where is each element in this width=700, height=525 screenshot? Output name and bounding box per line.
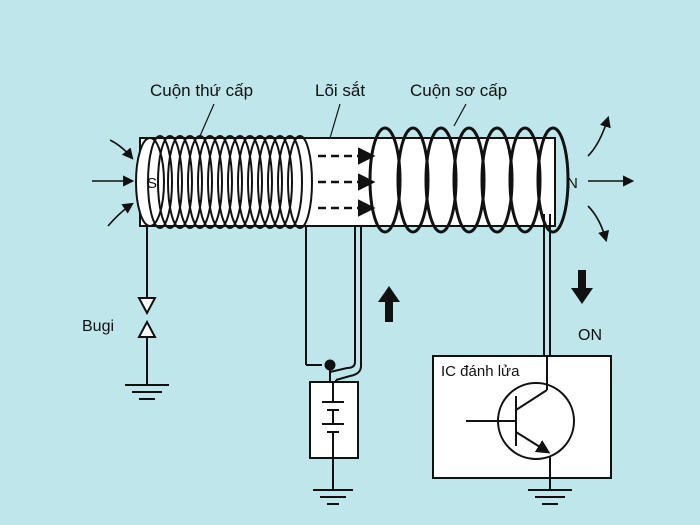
- secondary-winding: [287, 135, 313, 229]
- current-down-arrow: [571, 270, 593, 304]
- north-pole-arrows: [587, 115, 635, 243]
- primary-winding: [452, 126, 486, 234]
- secondary-coil: [147, 135, 313, 229]
- secondary-winding: [147, 135, 173, 229]
- igniter-label: IC đánh lửa: [441, 363, 520, 380]
- secondary-winding: [167, 135, 193, 229]
- label-leaders: [199, 103, 467, 139]
- secondary-winding: [257, 135, 283, 229]
- north-pole-label: N: [567, 175, 578, 192]
- secondary-winding: [237, 135, 263, 229]
- secondary-winding: [177, 135, 203, 229]
- spark-plug-label: Bugi: [82, 318, 114, 335]
- secondary-coil-label: Cuộn thứ cấp: [150, 81, 253, 100]
- primary-winding: [396, 126, 430, 234]
- secondary-winding: [227, 135, 253, 229]
- secondary-winding: [277, 135, 303, 229]
- transistor-icon: [466, 356, 575, 505]
- secondary-winding: [207, 135, 233, 229]
- on-state-label: ON: [578, 327, 602, 344]
- primary-winding: [424, 126, 458, 234]
- battery-circuit: [305, 226, 362, 505]
- current-up-arrow: [378, 286, 400, 322]
- primary-winding: [480, 126, 514, 234]
- spark-plug-circuit: [125, 226, 169, 400]
- iron-core-label: Lõi sắt: [315, 81, 365, 100]
- flux-arrows: [318, 147, 376, 217]
- south-pole-arrows: [92, 139, 135, 227]
- primary-winding: [508, 126, 542, 234]
- secondary-winding: [157, 135, 183, 229]
- secondary-winding: [217, 135, 243, 229]
- primary-coil-label: Cuộn sơ cấp: [410, 81, 507, 100]
- igniter-box: [432, 355, 612, 479]
- secondary-winding: [267, 135, 293, 229]
- secondary-winding: [247, 135, 273, 229]
- primary-winding: [536, 126, 570, 234]
- south-pole-label: S: [147, 175, 157, 192]
- primary-lead: [543, 214, 551, 356]
- secondary-winding: [197, 135, 223, 229]
